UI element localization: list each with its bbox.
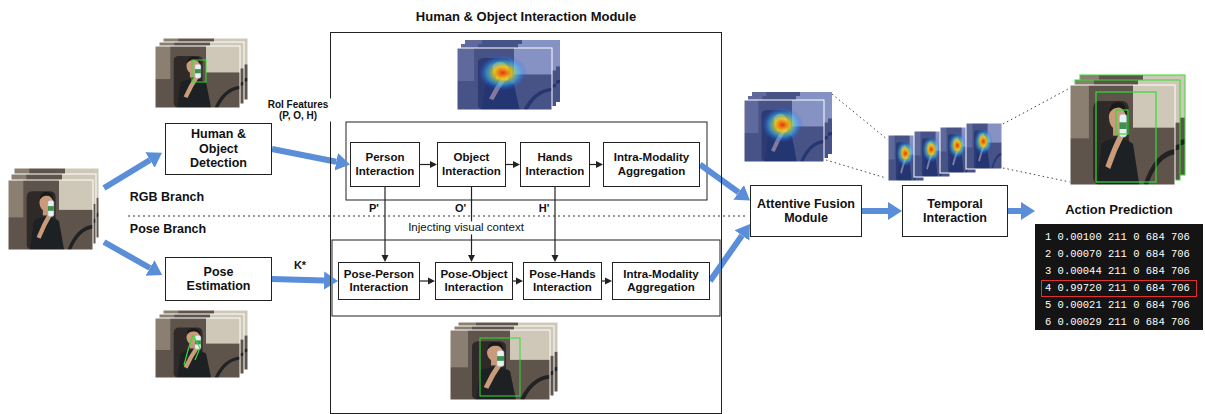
heatmap-frame: [744, 100, 824, 162]
detection-frames: [155, 38, 248, 108]
video-frame: [155, 46, 240, 108]
process-box: Human & Object Detection: [165, 123, 272, 175]
process-box: Temporal Interaction: [902, 185, 1008, 237]
note-label: Injecting visual context: [406, 221, 526, 234]
result-table: 1 0.00100 211 0 684 7062 0.00070 211 0 6…: [1035, 224, 1203, 330]
link-arrow: [590, 164, 596, 165]
box-label: Intra-Modality Aggregation: [617, 268, 705, 294]
flow-arrow: [104, 242, 150, 268]
heading-text: Human & Object Interaction Module: [331, 10, 721, 25]
leader-dots: [826, 160, 886, 178]
edge-label: P': [367, 202, 381, 215]
pose-group-frame: [332, 240, 720, 316]
frame-outline: [155, 46, 240, 108]
module-heatmap: [457, 40, 560, 110]
box-label: Object Interaction: [442, 151, 501, 177]
process-box: Pose Estimation: [165, 257, 272, 301]
frame-outline: [8, 180, 93, 250]
aggregation-box: Intra-Modality Aggregation: [612, 262, 710, 300]
link-arrow: [384, 187, 385, 255]
edge-label: H': [537, 202, 552, 215]
frame-outline: [450, 330, 550, 400]
branch-label: RGB Branch: [128, 190, 206, 204]
module-pose-frames: [450, 322, 558, 400]
flow-arrow: [272, 279, 324, 281]
box-label: Pose-Hands Interaction: [528, 268, 597, 294]
flow-arrow: [272, 149, 336, 162]
bounding-box: [192, 60, 206, 82]
box-label: Person Interaction: [355, 151, 415, 177]
heatmap-frame: [457, 48, 552, 110]
edge-label: O': [453, 202, 468, 215]
flow-arrow: [710, 235, 742, 281]
heading-text: Action Prediction: [1035, 200, 1203, 222]
interaction-box: Pose-Object Interaction: [435, 262, 513, 300]
frame-outline: [1070, 85, 1175, 185]
fusion-heatmap: [744, 92, 832, 162]
pose-frames: [155, 310, 248, 378]
box-label: Attentive Fusion Module: [755, 197, 857, 226]
rgb-group-frame: [346, 122, 707, 200]
temporal-frames: [888, 123, 1002, 181]
flow-arrow: [104, 160, 150, 188]
box-label: Temporal Interaction: [907, 197, 1003, 226]
link-arrow: [420, 164, 430, 165]
box-label: Intra-Modality Aggregation: [608, 151, 695, 177]
edge-label: K*: [292, 259, 308, 272]
video-frame: [450, 330, 550, 400]
table-row: 5 0.00021 211 0 684 706: [1041, 297, 1197, 314]
frame-outline: [744, 100, 824, 162]
branch-divider: [128, 215, 745, 216]
table-row: 6 0.00029 211 0 684 706: [1041, 314, 1197, 331]
link-arrow: [554, 187, 555, 255]
link-arrow: [420, 280, 428, 281]
bounding-box: [1096, 92, 1156, 182]
interaction-box: Pose-Person Interaction: [338, 262, 420, 300]
interaction-box: Object Interaction: [437, 142, 506, 187]
video-frame: [155, 318, 240, 378]
box-label: Pose-Person Interaction: [343, 268, 415, 294]
flow-arrow: [862, 208, 888, 214]
prediction-frames: [1070, 75, 1185, 185]
bounding-box: [480, 338, 520, 396]
table-row: 2 0.00070 211 0 684 706: [1041, 246, 1197, 263]
link-arrow: [513, 280, 516, 281]
prediction-table: Action Prediction1 0.00100 211 0 684 706…: [1035, 200, 1203, 330]
leader-dots: [1003, 168, 1070, 182]
box-label: Human & Object Detection: [170, 127, 267, 170]
edge-label: RoI Features (P, O, H): [264, 98, 332, 121]
flow-arrow: [700, 165, 739, 193]
link-arrow: [506, 164, 513, 165]
interaction-box: Hands Interaction: [520, 142, 590, 187]
heatmap-frame: [966, 123, 1002, 169]
link-arrow: [602, 280, 605, 281]
box-label: Pose-Object Interaction: [440, 268, 508, 294]
table-row: 3 0.00044 211 0 684 706: [1041, 263, 1197, 280]
bounding-box: [1116, 110, 1128, 134]
video-frame: [1070, 85, 1175, 185]
interaction-box: Person Interaction: [350, 142, 420, 187]
pose-skeleton: [184, 335, 200, 365]
frame-outline: [966, 123, 1002, 169]
flow-arrow: [1008, 208, 1021, 214]
box-label: Pose Estimation: [170, 265, 267, 294]
box-label: Hands Interaction: [525, 151, 585, 177]
process-box: Attentive Fusion Module: [750, 185, 862, 237]
frame-outline: [155, 318, 240, 378]
aggregation-box: Intra-Modality Aggregation: [603, 142, 700, 187]
frame-outline: [457, 48, 552, 110]
interaction-box: Pose-Hands Interaction: [523, 262, 602, 300]
video-frame: [8, 180, 93, 250]
table-row: 1 0.00100 211 0 684 706: [1041, 229, 1197, 246]
module-frame: Human & Object Interaction ModulePerson …: [330, 32, 722, 414]
leader-dots: [832, 94, 888, 140]
input-frames: [8, 168, 99, 250]
table-row: 4 0.99720 211 0 684 706: [1041, 280, 1197, 297]
branch-label: Pose Branch: [128, 222, 208, 236]
leader-dots: [1003, 88, 1070, 124]
